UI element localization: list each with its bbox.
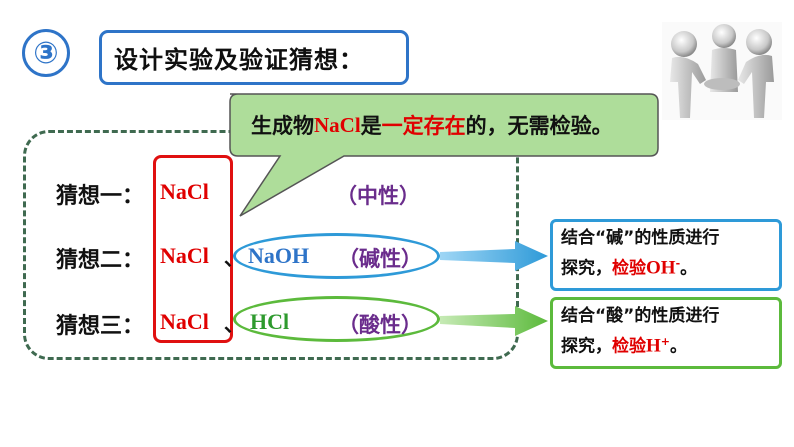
nacl-highlight-rect	[153, 155, 233, 343]
callout-part1: 生成物	[251, 114, 314, 138]
hcl-highlight-ellipse	[233, 296, 440, 342]
acid-info-ion: H	[646, 335, 661, 357]
step-number-badge: ③	[22, 29, 70, 77]
guess-3-label: 猜想三：	[56, 314, 145, 339]
guess-3-property: （酸性）	[338, 313, 422, 337]
teamwork-people-image	[662, 22, 782, 120]
guess-2-naoh: NaOH	[248, 243, 310, 268]
base-info-end: 。	[680, 258, 698, 279]
base-info-line1: 结合“碱”的性质进行	[561, 228, 720, 248]
acid-info-ion-charge: +	[660, 335, 670, 348]
guess-1-nacl: NaCl	[160, 179, 209, 204]
base-info-line2: 探究，检验OH-。	[561, 251, 771, 282]
guess-2-nacl: NaCl	[160, 243, 209, 268]
guess-1-property: （中性）	[336, 184, 420, 208]
acid-info-check: 检验	[612, 336, 646, 357]
base-info-check: 检验	[612, 258, 646, 279]
callout-nacl: NaCl	[314, 112, 361, 137]
guess-3-nacl: NaCl	[160, 309, 209, 334]
acid-info-line1: 结合“酸”的性质进行	[561, 306, 720, 326]
acid-info-end: 。	[670, 336, 687, 357]
guess-2-separator: 、	[224, 246, 244, 270]
base-test-info-box: 结合“碱”的性质进行 探究，检验OH-。	[550, 219, 782, 291]
acid-test-info-box: 结合“酸”的性质进行 探究，检验H+。	[550, 297, 782, 369]
callout-bubble	[229, 93, 659, 217]
guess-1-label: 猜想一：	[56, 184, 145, 209]
base-info-line2a: 探究，	[561, 258, 612, 279]
guess-2-label: 猜想二：	[56, 248, 145, 273]
section-title-text: 设计实验及验证猜想：	[114, 46, 364, 74]
callout-emphasis: 一定存在	[381, 114, 466, 138]
callout-part3: 的，无需检验。	[465, 114, 613, 138]
section-title: 设计实验及验证猜想：	[99, 30, 409, 85]
acid-info-line2: 探究，检验H+。	[561, 329, 771, 360]
acid-info-line2a: 探究，	[561, 336, 612, 357]
guess-2-property: （碱性）	[338, 247, 422, 271]
base-info-ion: OH	[646, 257, 676, 279]
base-info-ion-charge: -	[675, 257, 681, 270]
guess-3-separator: 、	[224, 312, 244, 336]
callout-part2: 是	[360, 114, 382, 138]
naoh-highlight-ellipse	[233, 233, 440, 279]
guess-3-hcl: HCl	[250, 309, 290, 334]
